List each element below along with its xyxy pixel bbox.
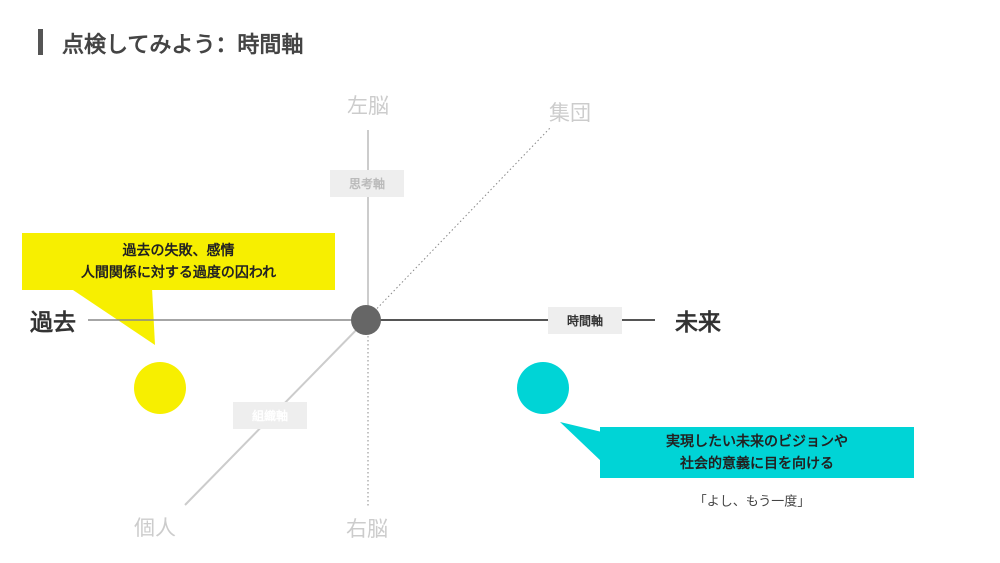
- past-callout-line2: 人間関係に対する過度の囚われ: [80, 264, 277, 281]
- axis-label-right-brain: 右脳: [346, 517, 388, 541]
- future-callout-line2: 社会的意義に目を向ける: [680, 455, 834, 472]
- future-callout: 実現したい未来のビジョンや 社会的意義に目を向ける: [600, 427, 914, 478]
- tag-time-axis: 時間軸: [548, 307, 622, 334]
- past-callout-line1: 過去の失敗、感情: [122, 242, 235, 259]
- future-circle: [517, 362, 569, 414]
- org-axis-top: [365, 127, 551, 321]
- future-callout-tail: [560, 422, 602, 462]
- tag-thinking-axis: 思考軸: [330, 170, 404, 197]
- quote-text: 「よし、もう一度」: [693, 494, 811, 510]
- past-circle: [134, 362, 186, 414]
- axis-label-individual: 個人: [134, 516, 176, 540]
- axis-label-past: 過去: [30, 310, 76, 336]
- axis-label-group: 集団: [549, 101, 591, 125]
- title-accent-bar: [38, 29, 43, 55]
- page-title: 点検してみよう：時間軸: [62, 33, 304, 58]
- past-callout: 過去の失敗、感情 人間関係に対する過度の囚われ: [22, 233, 335, 290]
- tag-organization-axis: 組織軸: [233, 402, 307, 429]
- axis-label-future: 未来: [675, 310, 721, 336]
- center-node: [351, 305, 381, 335]
- axis-label-left-brain: 左脳: [347, 94, 389, 118]
- future-callout-line1: 実現したい未来のビジョンや: [666, 433, 848, 450]
- past-callout-tail: [70, 288, 155, 345]
